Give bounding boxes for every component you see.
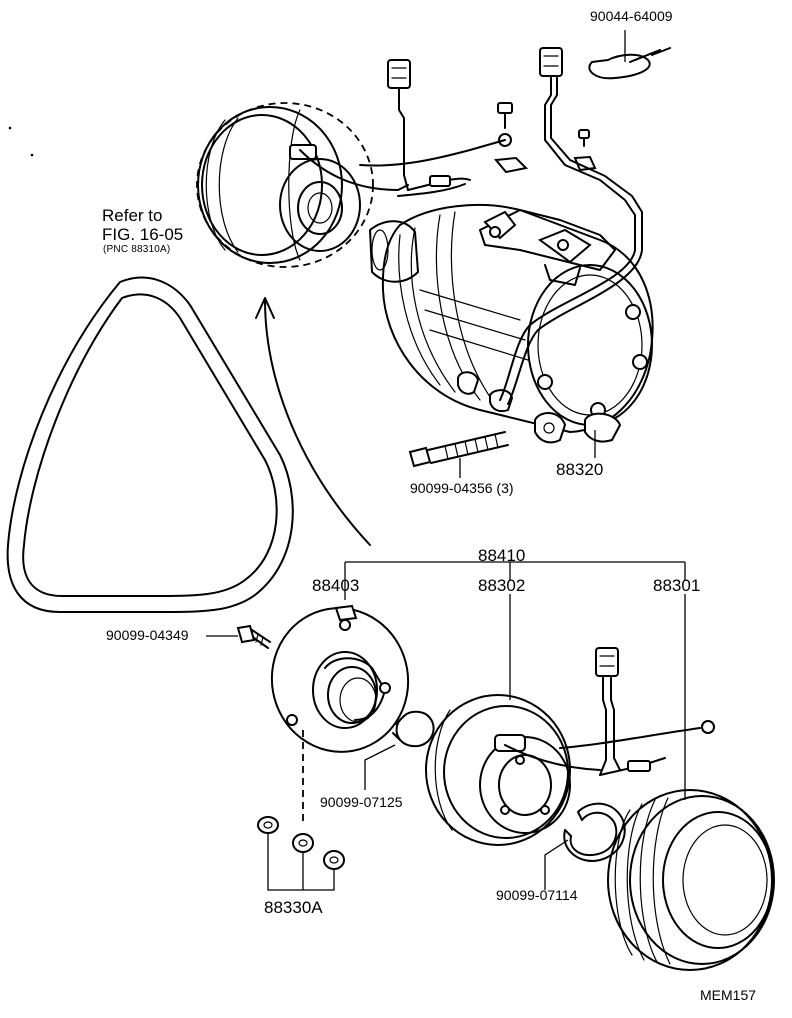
clutch-hub <box>270 604 410 753</box>
refer-text-line3: (PNC 88310A) <box>103 244 171 255</box>
small-bolts <box>494 102 597 174</box>
shims <box>257 730 345 891</box>
compressor-connector <box>539 47 643 251</box>
drive-belt <box>6 276 294 614</box>
clutch-pulley <box>607 789 775 971</box>
coil-wiring <box>559 647 715 776</box>
label-90099-04356: 90099-04356 (3) <box>410 480 514 496</box>
label-88302: 88302 <box>478 576 526 595</box>
snap-ring-small <box>364 710 435 790</box>
field-coil <box>425 694 601 846</box>
upper-wiring <box>359 59 512 197</box>
label-90099-04349: 90099-04349 <box>106 627 189 643</box>
snap-ring-large <box>544 802 626 890</box>
wire-clamp <box>588 30 671 80</box>
drawing-code: MEM157 <box>700 987 757 1003</box>
label-88320: 88320 <box>556 460 604 479</box>
label-88301: 88301 <box>653 576 701 595</box>
group-bracket-88410 <box>344 561 686 800</box>
upper-pulley <box>196 102 409 268</box>
refer-text-line1: Refer to <box>102 206 163 225</box>
compressor-bolt <box>408 431 509 478</box>
label-88410: 88410 <box>478 546 526 565</box>
label-90044-64009: 90044-64009 <box>590 8 673 24</box>
assembly-arrow <box>255 297 371 546</box>
refer-text-line2: FIG. 16-05 <box>102 225 184 244</box>
hub-bolt <box>206 624 271 649</box>
label-88403: 88403 <box>312 576 360 595</box>
label-90099-07125: 90099-07125 <box>320 794 403 810</box>
label-90099-07114: 90099-07114 <box>496 887 578 903</box>
label-88330A: 88330A <box>264 898 323 917</box>
ac-compressor <box>369 204 654 444</box>
